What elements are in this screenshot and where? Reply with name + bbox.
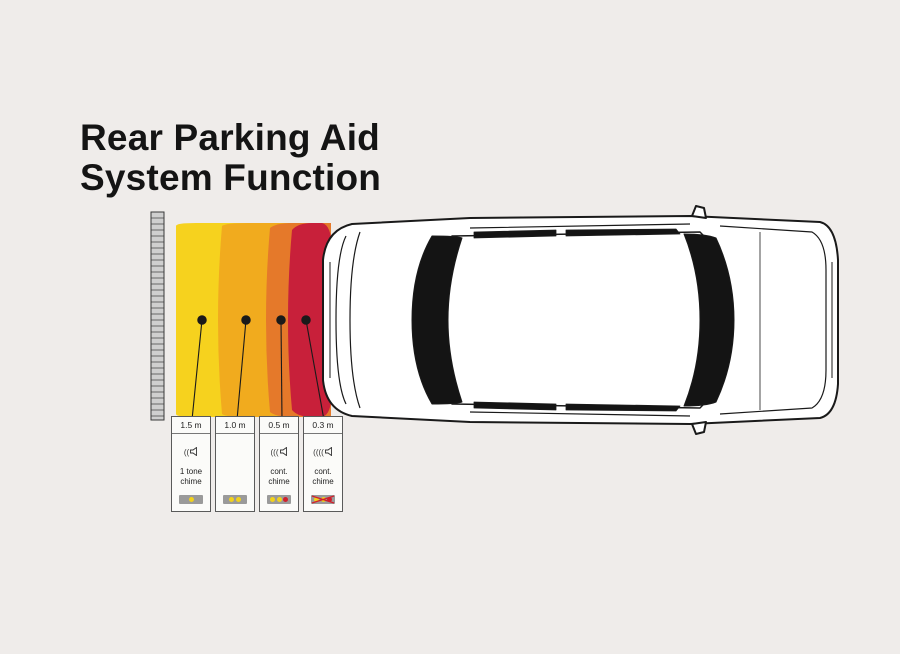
crossed-out-icon (311, 495, 335, 504)
panel-distance-label: 1.5 m (180, 420, 202, 430)
lamp-dot (188, 497, 194, 502)
warning-lamp-icon (267, 495, 291, 504)
warning-lamp-icon (179, 495, 203, 504)
lamp-dot (270, 497, 275, 502)
indicator-panel-1-5m: 1.5 m (( 1 tone chime (171, 416, 211, 512)
lamp-dot (283, 497, 288, 502)
lamp-dot (314, 497, 319, 502)
title-line-1: Rear Parking Aid (80, 117, 380, 158)
zone-leader-lines (191, 315, 325, 421)
leader-line-0-3m (305, 319, 325, 421)
panel-divider (260, 433, 298, 434)
leader-line-0-5m (280, 319, 283, 421)
leader-line-1-0m (236, 319, 247, 421)
panel-divider (216, 433, 254, 434)
panel-distance-label: 1.0 m (224, 420, 246, 430)
lamp-dot (235, 497, 241, 502)
panel-divider (172, 433, 210, 434)
wall-icon (150, 211, 165, 421)
panel-chime-label: 1 tone chime (179, 467, 203, 486)
warning-lamp-icon (311, 495, 335, 504)
zone-dot-1-5m (197, 315, 207, 325)
panel-distance-label: 0.3 m (312, 420, 334, 430)
indicator-panel-0-3m: 0.3 m (((( cont. chime (303, 416, 343, 512)
title-line-2: System Function (80, 157, 382, 198)
speaker-multi-wave-icon: ((( (260, 446, 298, 458)
panel-distance-label: 0.5 m (268, 420, 290, 430)
lamp-dot (229, 497, 234, 502)
indicator-panel-1-0m: 1.0 m (215, 416, 255, 512)
warning-lamp-icon (223, 495, 247, 504)
panel-chime-label: cont. chime (312, 467, 334, 486)
speaker-multi-wave-icon: (((( (304, 446, 342, 458)
panel-chime-label: cont. chime (268, 467, 290, 486)
zone-dot-0-5m (276, 315, 286, 325)
indicator-panel-0-5m: 0.5 m ((( cont. chime (259, 416, 299, 512)
diagram-title: Rear Parking Aid System Function (80, 118, 381, 198)
leader-line-1-5m (191, 319, 203, 421)
lamp-dot (327, 497, 332, 502)
zone-dot-0-3m (301, 315, 311, 325)
car-top-view-icon (322, 205, 839, 435)
speaker-single-wave-icon: (( (172, 446, 210, 458)
zone-dot-1-0m (241, 315, 251, 325)
lamp-dot (276, 497, 282, 502)
panel-divider (304, 433, 342, 434)
